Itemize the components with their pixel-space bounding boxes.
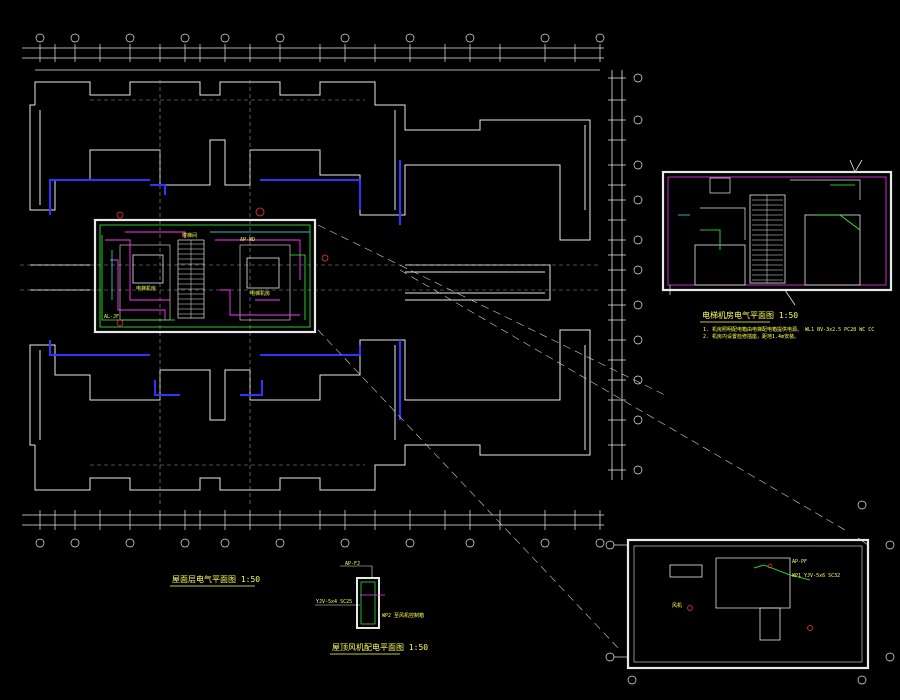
axis-bubble <box>125 538 135 548</box>
label-lift-b: 电梯机房 <box>250 291 271 297</box>
detail-plan <box>661 159 893 306</box>
label-stair: 楼梯间 <box>182 233 198 239</box>
axis-bubble <box>595 33 605 43</box>
axis-bubble <box>125 33 135 43</box>
detail-plan-title: 电梯机房电气平面图 1:50 <box>702 311 799 320</box>
axis-bubble <box>220 33 230 43</box>
top-dimension-chain <box>22 47 604 71</box>
right-axis-ticks <box>608 77 626 471</box>
roof-detail-plan <box>626 537 870 670</box>
axis-bubble <box>540 538 550 548</box>
axis-bubble <box>633 465 643 475</box>
right-dimension-chain <box>611 70 623 480</box>
axis-bubble <box>633 415 643 425</box>
label-roof-note: WP1 YJV-5x6 SC32 <box>792 573 841 579</box>
axis-bubble <box>633 195 643 205</box>
axis-bubble <box>35 33 45 43</box>
axis-bubble <box>633 115 643 125</box>
bottom-dimension-chain <box>22 514 604 526</box>
top-axis-ticks <box>39 44 601 62</box>
axis-bubble <box>540 33 550 43</box>
label-roof-fan: 风机 <box>672 603 683 609</box>
axis-bubble <box>275 33 285 43</box>
axis-bubble <box>405 538 415 548</box>
title-underlines <box>170 321 770 655</box>
axis-bubble <box>465 33 475 43</box>
label-small-note-1: YJV-5x4 SC25 <box>316 599 353 605</box>
main-plan-title: 屋面层电气平面图 1:50 <box>172 575 261 584</box>
detail-note-2: 2. 机房内设置检修插座，距地1.4m安装。 <box>703 334 800 340</box>
axis-bubble <box>180 538 190 548</box>
axis-bubble <box>633 300 643 310</box>
axis-bubble <box>340 538 350 548</box>
central-core <box>93 207 329 334</box>
top-axis-bubbles <box>35 33 605 43</box>
bottom-axis-ticks <box>39 510 601 530</box>
label-small-note-2: WP2 至风机控制箱 <box>382 613 425 619</box>
axis-bubble <box>633 73 643 83</box>
label-box-al: AL-JF <box>104 314 120 320</box>
axis-bubble <box>633 265 643 275</box>
small-detail <box>315 565 385 629</box>
axis-bubble <box>220 538 230 548</box>
axis-bubble <box>70 538 80 548</box>
label-box-ap: AP-WD <box>240 237 256 243</box>
axis-bubble <box>35 538 45 548</box>
axis-bubble <box>180 33 190 43</box>
blue-wall-segments <box>49 160 401 420</box>
right-axis-bubbles <box>633 73 643 475</box>
axis-bubble <box>595 538 605 548</box>
axis-bubble <box>633 235 643 245</box>
label-lift-a: 电梯机房 <box>136 286 157 292</box>
axis-bubble <box>340 33 350 43</box>
roof-axis-bubbles <box>605 500 895 685</box>
leader-dashed-lines <box>317 224 846 651</box>
label-small-box: AP-FJ <box>345 561 361 567</box>
axis-bubble <box>70 33 80 43</box>
axis-bubble <box>465 538 475 548</box>
detail-note-1: 1. 机房照明配电箱由电梯配电箱提供电源。 WL1 BV-3x2.5 PC20 … <box>703 327 875 333</box>
axis-bubble <box>405 33 415 43</box>
bottom-axis-bubbles <box>35 538 605 548</box>
axis-bubble <box>633 160 643 170</box>
axis-bubble <box>275 538 285 548</box>
axis-bubble <box>633 335 643 345</box>
label-roof-box: AP-PF <box>792 559 808 565</box>
small-detail-title: 屋顶风机配电平面图 1:50 <box>332 643 429 652</box>
axis-bubble <box>633 375 643 385</box>
